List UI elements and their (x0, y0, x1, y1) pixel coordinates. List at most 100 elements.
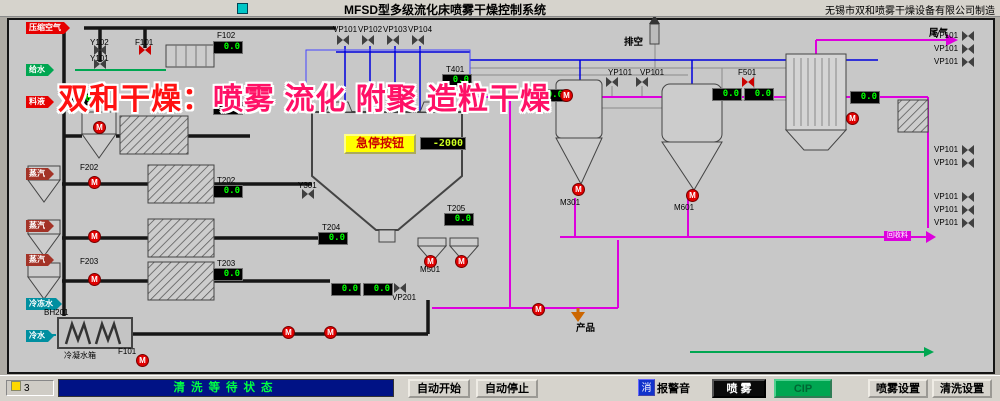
fan-motor-icon[interactable]: M (93, 121, 106, 134)
value-display: 0.0 (213, 102, 243, 115)
valve-tag: VP101 (333, 25, 358, 34)
valve-icon[interactable] (394, 283, 406, 293)
valve-icon[interactable] (962, 44, 974, 54)
value-display: 0.0 (444, 213, 474, 226)
cyclone-motor-icon[interactable]: M (686, 189, 699, 202)
value-display: 0.0 (363, 283, 393, 296)
inlet-steam-1: 蒸汽 (26, 168, 54, 180)
alarm-count-value: 3 (24, 383, 30, 394)
value-display: 0.0 (442, 74, 472, 87)
value-display: 0.0 (64, 93, 94, 106)
recycle-tag: 回收料 (884, 231, 911, 241)
value-display: 0.0 (213, 41, 243, 54)
inlet-steam-2: 蒸汽 (26, 220, 54, 232)
valve-icon[interactable] (962, 145, 974, 155)
mute-icon[interactable]: 消 (638, 379, 655, 396)
condensate-tank-label: 冷凝水箱 (64, 351, 96, 360)
valve-tag: F501 (738, 68, 757, 77)
title-bar: MFSD型多级流化床喷雾干燥控制系统 无锡市双和喷雾干燥设备有限公司制造 (0, 0, 1000, 17)
valve-icon[interactable] (962, 205, 974, 215)
instrument-tag: T401 (446, 65, 465, 74)
valve-tag: VP101 (934, 44, 959, 53)
fan-motor-icon[interactable]: M (88, 273, 101, 286)
booster-fan-motor-icon[interactable]: M (560, 89, 573, 102)
valve-icon[interactable] (962, 31, 974, 41)
value-display: 0.0 (850, 91, 880, 104)
auto-stop-button[interactable]: 自动停止 (476, 379, 538, 398)
valve-icon[interactable] (962, 218, 974, 228)
window-title: MFSD型多级流化床喷雾干燥控制系统 (344, 3, 546, 17)
discharge-motor-icon[interactable]: M (532, 303, 545, 316)
mute-alarm-button[interactable]: 消报警音 (638, 379, 690, 398)
valve-tag: VP101 (934, 158, 959, 167)
auto-start-button[interactable]: 自动开始 (408, 379, 470, 398)
product-label: 产品 (576, 323, 596, 334)
valve-tag: VP104 (408, 25, 433, 34)
valve-icon[interactable] (94, 45, 106, 55)
pump-motor-icon[interactable]: M (282, 326, 295, 339)
valve-tag: VP101 (934, 31, 959, 40)
clean-settings-button[interactable]: 清洗设置 (932, 379, 992, 398)
instrument-tag: T201 (217, 93, 236, 102)
fan-tag: F202 (80, 163, 99, 172)
manufacturer-label: 无锡市双和喷雾干燥设备有限公司制造 (825, 6, 995, 17)
rotary-valve-motor-icon[interactable]: M (455, 255, 468, 268)
valve-icon[interactable] (962, 192, 974, 202)
cyclone-motor-icon[interactable]: M (572, 183, 585, 196)
alarm-counter: 3 (6, 380, 54, 396)
status-bar: 3 清洗等待状态 自动开始 自动停止 消报警音 喷 雾 CIP 喷雾设置 清洗设… (0, 375, 1000, 401)
valve-tag: VP101 (640, 68, 665, 77)
valve-icon[interactable] (962, 158, 974, 168)
instrument-tag: T205 (447, 204, 466, 213)
value-display: 0.0 (213, 268, 243, 281)
valve-icon[interactable] (606, 77, 618, 87)
valve-icon[interactable] (742, 77, 754, 87)
valve-icon[interactable] (962, 57, 974, 67)
alarm-sound-label: 报警音 (657, 383, 690, 395)
cip-button[interactable]: CIP (774, 379, 832, 398)
valve-icon[interactable] (412, 35, 424, 45)
instrument-tag: T202 (217, 176, 236, 185)
inlet-feed-water: 给水 (26, 64, 54, 76)
spray-settings-button[interactable]: 喷雾设置 (868, 379, 928, 398)
condensate-pump-icon[interactable]: M (136, 354, 149, 367)
motor-tag: M601 (674, 203, 695, 212)
valve-icon[interactable] (139, 45, 151, 55)
instrument-tag: F102 (217, 31, 236, 40)
inlet-feed-liquid: 料液 (26, 96, 54, 108)
pump-tag: F101 (118, 347, 137, 356)
valve-tag: VP103 (383, 25, 408, 34)
rotary-valve-motor-icon[interactable]: M (424, 255, 437, 268)
valve-tag: VP101 (934, 57, 959, 66)
tailgas-label: 尾气 (929, 28, 949, 39)
pump-motor-icon[interactable]: M (324, 326, 337, 339)
motor-tag: M301 (560, 198, 581, 207)
valve-tag: VP101 (934, 145, 959, 154)
emergency-stop-button[interactable]: 急停按钮 (344, 134, 416, 154)
valve-tag: VP101 (934, 192, 959, 201)
valve-tag: VP201 (392, 293, 417, 302)
value-display: 0.0 (712, 88, 742, 101)
value-display: 0.0 (318, 232, 348, 245)
valve-icon[interactable] (636, 77, 648, 87)
valve-tag: VP101 (934, 218, 959, 227)
vent-label: 排空 (624, 37, 644, 48)
valve-icon[interactable] (362, 35, 374, 45)
spray-button[interactable]: 喷 雾 (712, 379, 766, 398)
valve-icon[interactable] (337, 35, 349, 45)
system-status-message: 清洗等待状态 (58, 379, 394, 397)
valve-tag: VP101 (934, 205, 959, 214)
valve-icon[interactable] (94, 59, 106, 69)
valve-icon[interactable] (302, 189, 314, 199)
instrument-tag: T203 (217, 259, 236, 268)
app-icon (237, 3, 248, 14)
tank-tag: BH201 (44, 308, 69, 317)
fan-motor-icon[interactable]: M (88, 176, 101, 189)
process-diagram-panel (7, 18, 995, 374)
fan-tag: F203 (80, 257, 99, 266)
fan-motor-icon[interactable]: M (88, 230, 101, 243)
exhaust-fan-motor-icon[interactable]: M (846, 112, 859, 125)
instrument-tag: T204 (322, 223, 341, 232)
valve-icon[interactable] (387, 35, 399, 45)
valve-tag: YP101 (608, 68, 633, 77)
